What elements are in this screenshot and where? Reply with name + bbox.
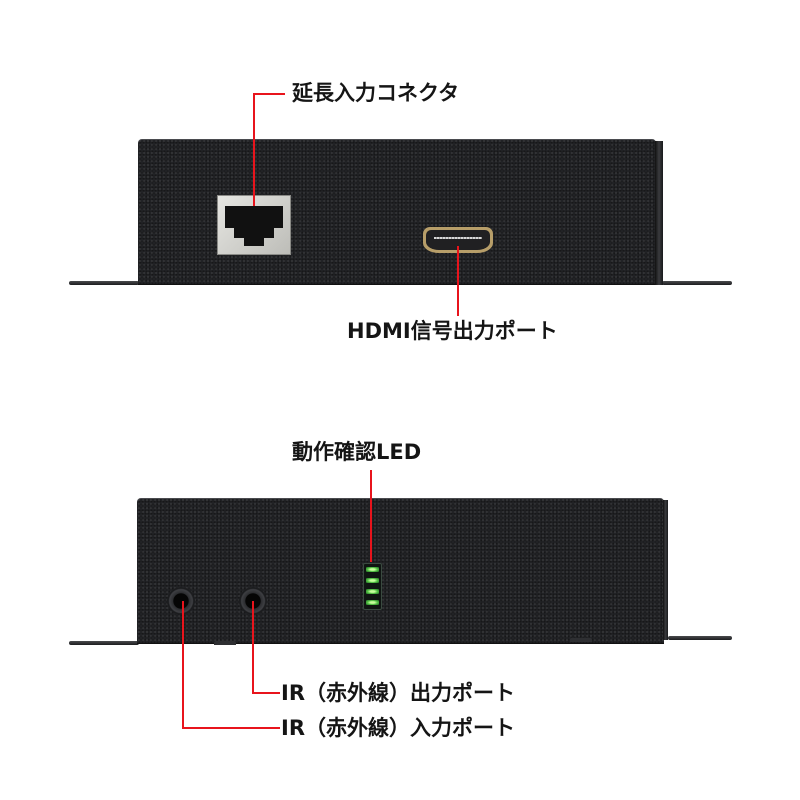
label-hdmi-output-port: HDMI信号出力ポート xyxy=(347,319,558,343)
callout-line-ir-output xyxy=(252,601,254,694)
label-ir-input-port: IR（赤外線）入力ポート xyxy=(281,716,515,740)
mounting-flange-left xyxy=(69,281,139,285)
rj45-opening-lower xyxy=(234,226,274,238)
led-indicator-3 xyxy=(366,589,379,594)
mounting-flange-left xyxy=(69,641,139,645)
callout-line-ir-input xyxy=(182,601,184,729)
ir-input-jack[interactable] xyxy=(167,587,195,615)
bottom-tab xyxy=(570,638,592,642)
mounting-flange-right xyxy=(662,281,732,285)
label-extension-input-connector: 延長入力コネクタ xyxy=(292,81,460,105)
led-indicator-1 xyxy=(366,567,379,572)
callout-line-ir-output-h xyxy=(252,692,280,694)
status-led xyxy=(363,563,382,610)
mounting-flange-right xyxy=(668,636,732,640)
callout-line-extension-h xyxy=(253,93,285,95)
led-indicator-2 xyxy=(366,578,379,583)
led-indicator-4 xyxy=(366,600,379,605)
callout-line-ir-input-h xyxy=(182,727,280,729)
rj45-opening xyxy=(225,206,283,228)
callout-line-led xyxy=(370,470,372,562)
hdmi-pins xyxy=(434,237,482,239)
callout-line-extension xyxy=(253,93,255,206)
bottom-tab xyxy=(214,641,236,645)
device-rear-panel xyxy=(137,498,664,644)
device-front-panel xyxy=(138,139,656,285)
callout-line-hdmi xyxy=(457,246,459,316)
rj45-latch-slot xyxy=(244,236,264,246)
device-side-edge xyxy=(663,500,668,640)
label-ir-output-port: IR（赤外線）出力ポート xyxy=(281,681,515,705)
label-status-led: 動作確認LED xyxy=(292,440,422,464)
hdmi-opening xyxy=(426,230,490,250)
device-side-edge xyxy=(655,141,663,285)
